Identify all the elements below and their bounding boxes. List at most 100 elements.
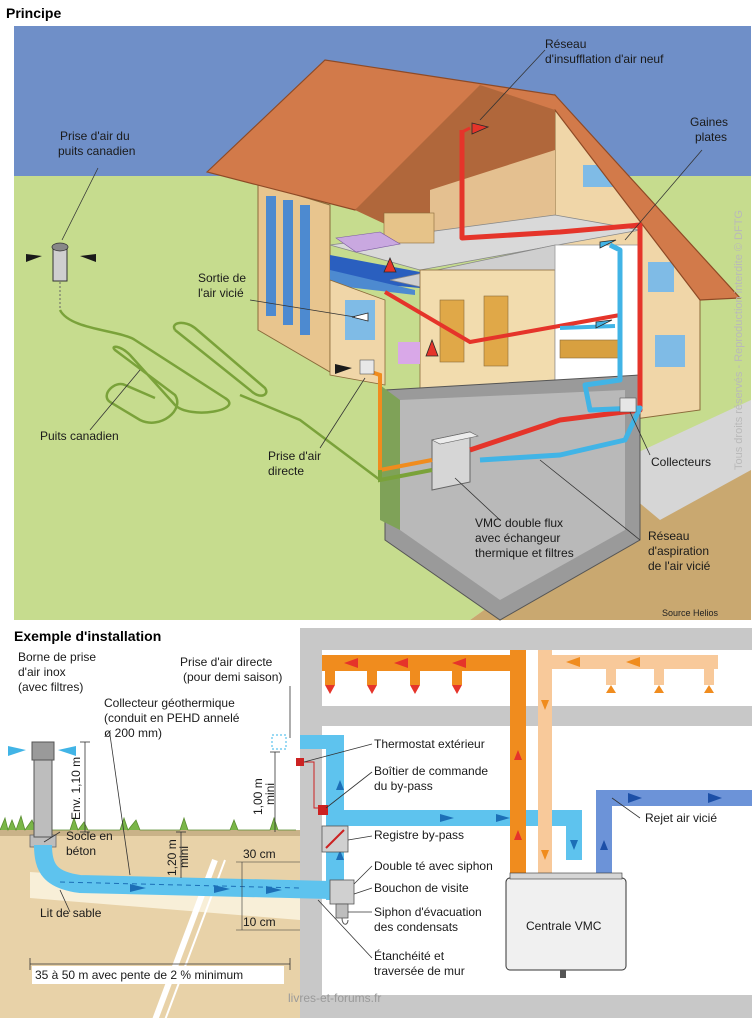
house-bottom-slab	[300, 995, 752, 1018]
supply-outlet	[410, 671, 420, 685]
leader-line	[61, 167, 99, 241]
arrow-icon	[628, 793, 642, 803]
arrow-icon	[8, 746, 26, 756]
label-centrale: Centrale VMC	[526, 919, 602, 933]
arrow-icon	[654, 685, 664, 693]
label-collecteurs: Collecteurs	[651, 455, 711, 469]
leader-line	[479, 49, 546, 121]
arrow-icon	[367, 685, 377, 694]
fresh-air-duct	[461, 126, 471, 134]
leader-line	[89, 369, 141, 431]
leader-line	[303, 743, 373, 763]
window	[655, 335, 685, 367]
house-wall-left	[300, 628, 322, 1018]
arrow-icon	[566, 657, 580, 667]
stale-air-duct	[479, 242, 643, 463]
extract-inlet	[606, 669, 616, 685]
label-100-mini: 1,00 m mini	[251, 775, 277, 815]
leader-line	[353, 865, 373, 885]
leader-line	[317, 899, 373, 959]
supply-outlet	[452, 671, 462, 685]
condensate-siphon	[335, 903, 349, 919]
label-vmc: VMC double flux avec échangeur thermique…	[475, 516, 574, 560]
label-env: Env. 1,10 m	[69, 757, 83, 820]
label-prise-air-puits: Prise d'air du puits canadien	[58, 129, 135, 158]
leader-line	[109, 734, 131, 876]
label-collecteur: Collecteur géothermique (conduit en PEHD…	[104, 696, 243, 740]
principle-title: Principe	[6, 5, 61, 21]
bypass-flap	[325, 829, 345, 849]
extract-inlet	[654, 669, 664, 685]
arrow-icon	[336, 850, 344, 860]
air-intake-cap	[51, 242, 69, 252]
grass	[0, 814, 296, 832]
label-source: Source Helios	[662, 608, 719, 618]
label-30cm: 30 cm	[243, 847, 276, 861]
label-sortie-air-vicie: Sortie de l'air vicié	[198, 271, 249, 300]
watermark: livres-et-forums.fr	[288, 991, 381, 1005]
arrow-icon	[708, 793, 722, 803]
label-siphon: Siphon d'évacuation des condensats	[374, 905, 485, 934]
arrow-icon	[336, 780, 344, 790]
label-borne: Borne de prise d'air inox (avec filtres)	[18, 650, 99, 694]
arrow-icon	[351, 312, 369, 322]
terminal-filter-head	[31, 741, 55, 761]
double-tee	[329, 879, 355, 905]
door	[383, 212, 435, 244]
fresh-air-duct	[383, 290, 621, 345]
air-intake-terminal	[52, 246, 68, 282]
leader-line	[325, 771, 373, 809]
arrow-icon	[214, 885, 230, 893]
direct-intake-pipe	[300, 735, 344, 749]
copyright-notice: Tous droits réservés - Reproduction inte…	[733, 210, 745, 470]
leader-line	[611, 797, 641, 819]
leader-line	[249, 299, 356, 318]
label-bouchon: Bouchon de visite	[374, 881, 469, 895]
arrow-icon	[541, 850, 549, 860]
ground-line	[0, 830, 300, 836]
leader-line	[347, 835, 373, 841]
label-longueur: 35 à 50 m avec pente de 2 % minimum	[35, 968, 243, 982]
direct-intake-grille	[271, 734, 287, 750]
window	[266, 196, 276, 316]
bed	[335, 231, 401, 253]
label-lit-sable: Lit de sable	[40, 906, 102, 920]
centrale-top	[509, 872, 623, 880]
supply-duct-horizontal	[322, 655, 526, 671]
arrow-icon	[383, 256, 397, 273]
installation-panel: Borne de prise d'air inox (avec filtres)…	[0, 628, 752, 1022]
leader-line	[629, 411, 651, 456]
arrow-icon	[325, 685, 335, 694]
arrow-icon	[595, 319, 613, 329]
siphon-drain	[341, 917, 349, 925]
leader-line	[539, 459, 641, 541]
window	[300, 205, 310, 335]
label-etancheite: Étanchéité et traversée de mur	[374, 948, 465, 978]
foundation-left	[380, 385, 400, 530]
principle-panel: Prise d'air du puits canadien Réseau d'i…	[14, 26, 751, 621]
label-double-te: Double té avec siphon	[374, 859, 493, 873]
arrow-icon	[440, 814, 454, 822]
label-reseau-aspiration: Réseau d'aspiration de l'air vicié	[648, 529, 712, 573]
house-top-slab	[300, 628, 752, 650]
bypass-control-box	[318, 805, 328, 815]
arrow-icon	[335, 364, 352, 374]
feed-pipe-down	[566, 810, 582, 860]
sofa	[398, 342, 420, 364]
arrow-icon	[541, 700, 549, 710]
exhaust-duct-horizontal	[596, 790, 752, 806]
outdoor-thermostat	[296, 758, 304, 766]
arrow-icon	[394, 658, 408, 668]
supply-outlet	[325, 671, 335, 685]
extract-duct-vertical	[538, 650, 552, 880]
arrow-icon	[130, 884, 146, 892]
house-floor-slab	[322, 706, 752, 726]
window	[648, 262, 674, 292]
window	[283, 200, 293, 325]
pipe-axis	[59, 881, 301, 889]
arrow-icon	[471, 122, 490, 135]
arrow-icon	[704, 685, 714, 693]
arrow-icon	[599, 239, 617, 249]
leader-line	[319, 377, 366, 449]
